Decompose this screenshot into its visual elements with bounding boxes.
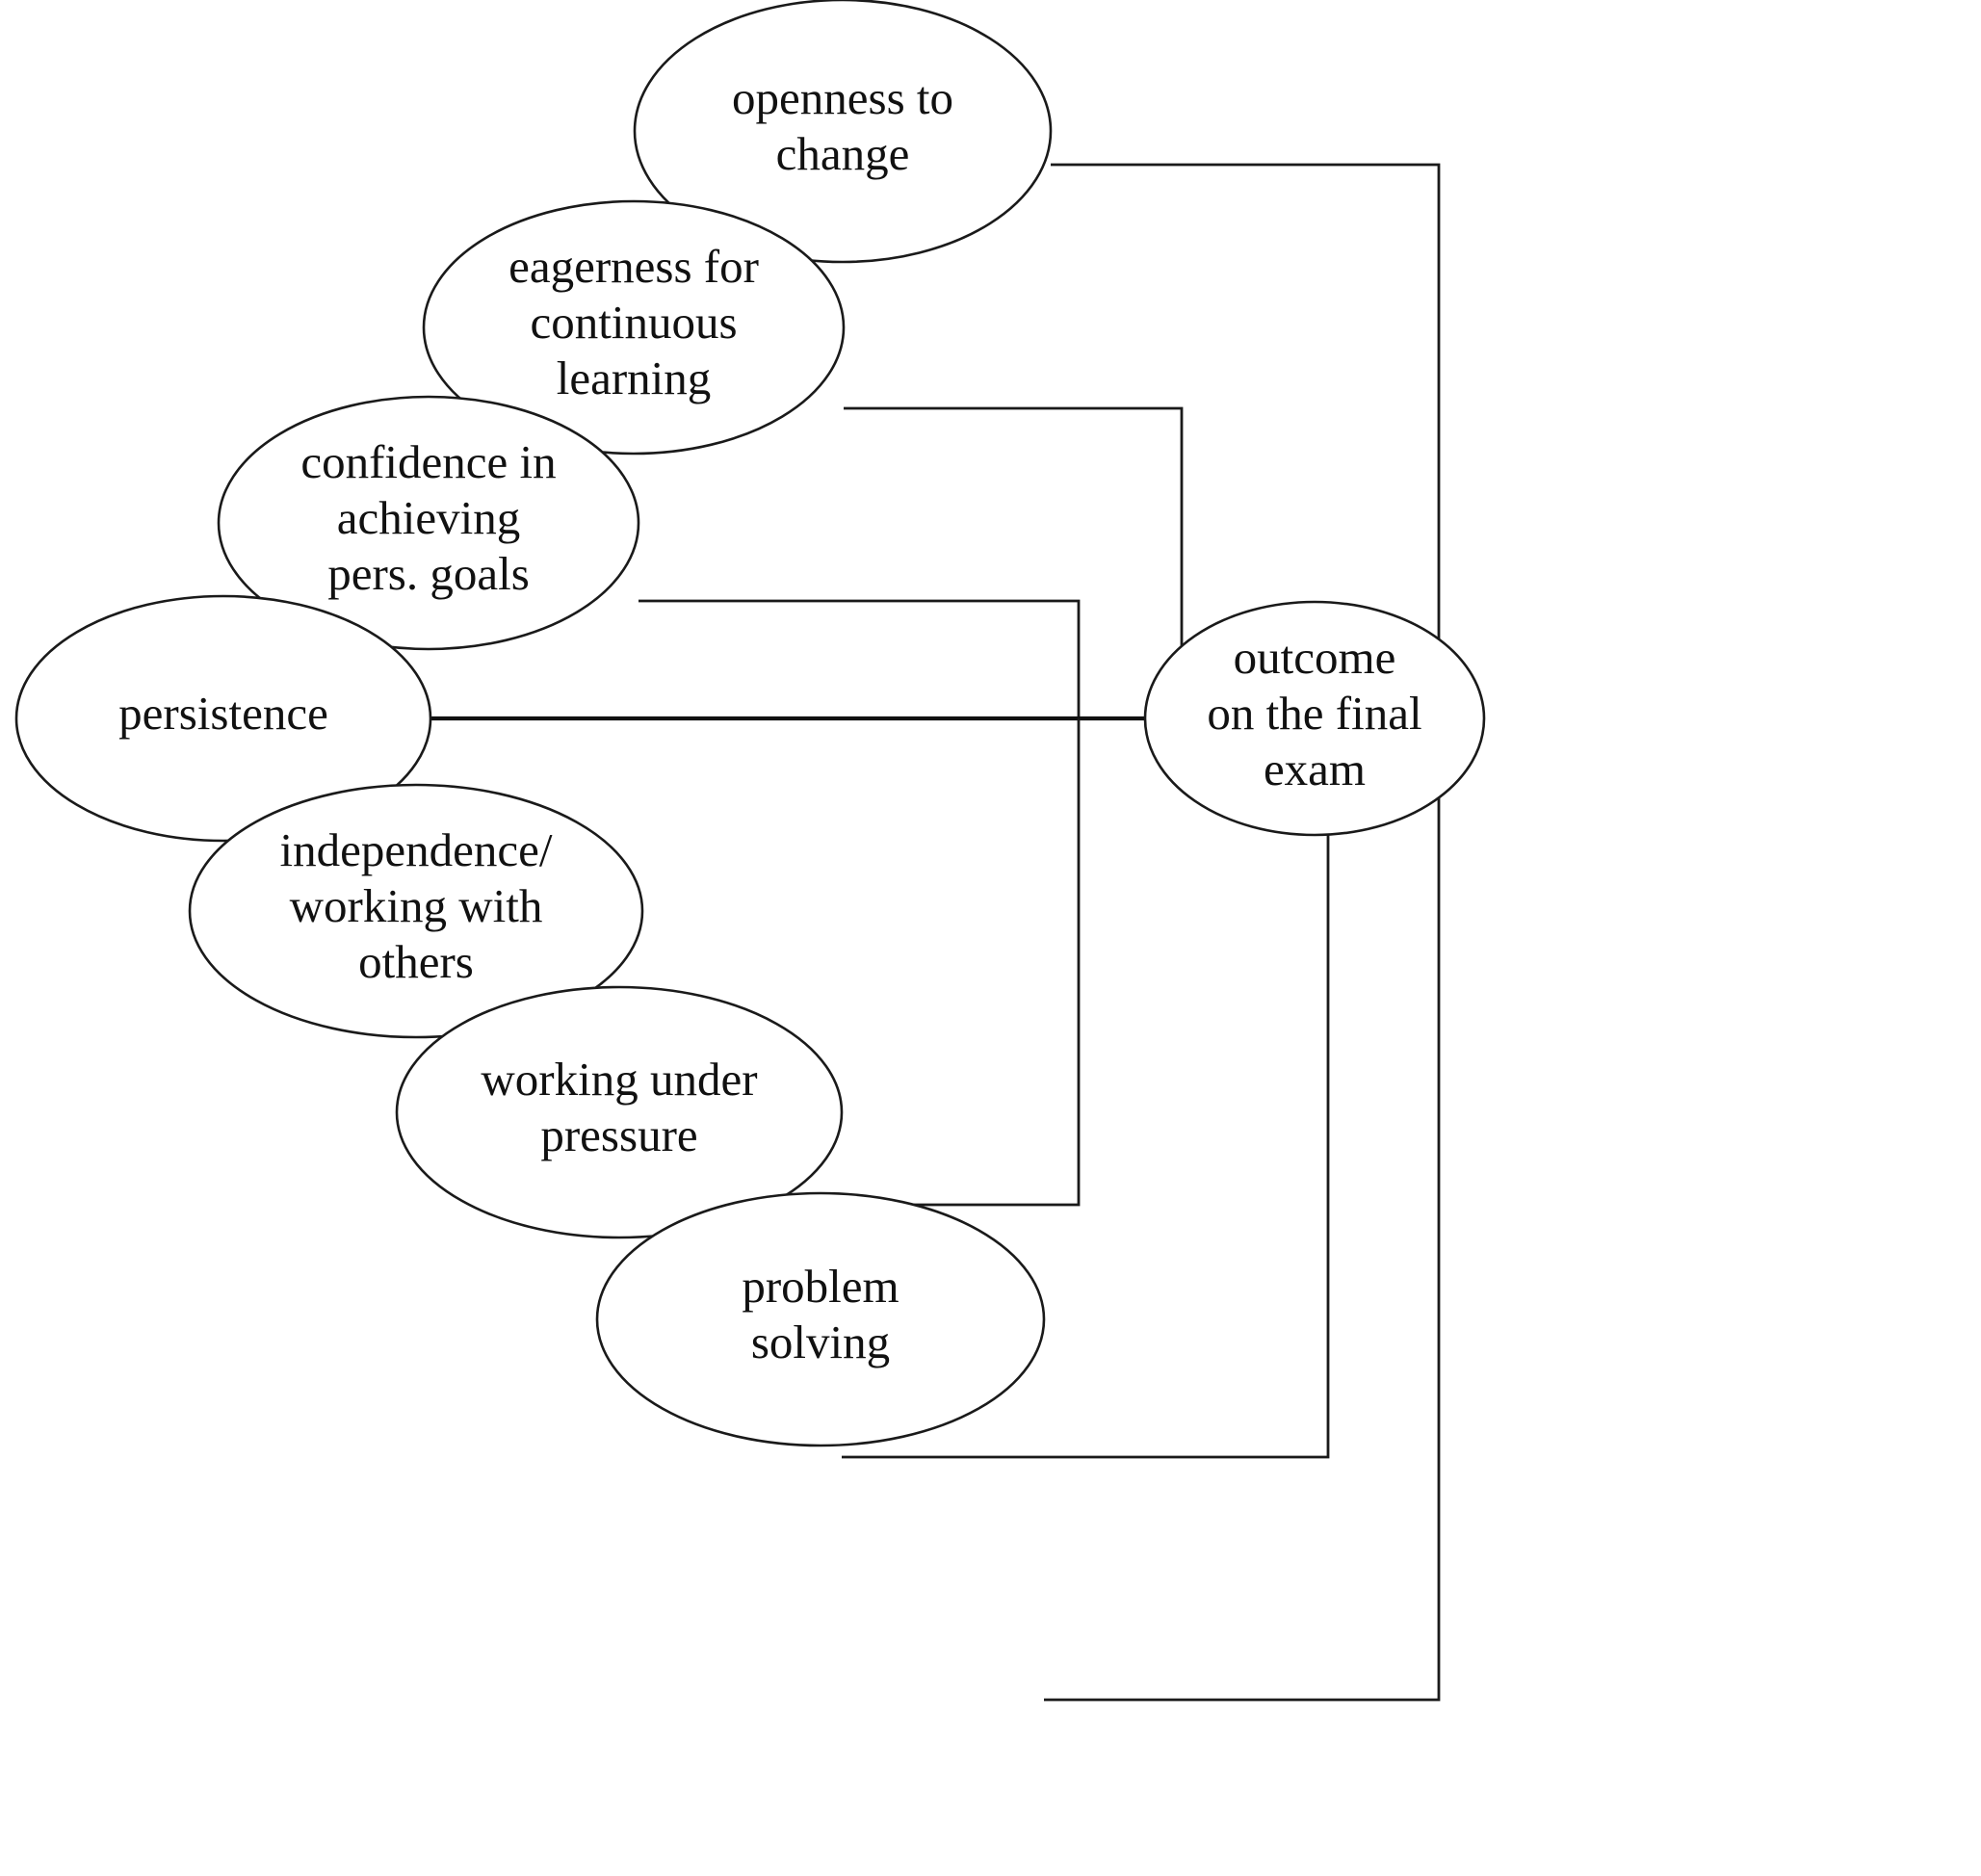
edge-problem-solving-to-outcome — [1044, 718, 1441, 1702]
node-independence-working-with-others-ellipse[interactable] — [188, 783, 644, 1039]
node-outcome-on-the-final-exam-ellipse[interactable] — [1143, 600, 1486, 837]
edge-eagerness-to-outcome — [844, 406, 1184, 718]
node-problem-solving-ellipse[interactable] — [595, 1191, 1046, 1447]
node-confidence-in-achieving-pers-goals-ellipse[interactable] — [217, 395, 640, 651]
node-persistence[interactable]: persistence — [14, 594, 432, 843]
node-openness-to-change-ellipse[interactable] — [633, 0, 1053, 264]
node-working-under-pressure-ellipse[interactable] — [395, 985, 844, 1239]
node-eagerness-for-continuous-learning-ellipse[interactable] — [422, 199, 846, 456]
node-persistence-label: persistence — [118, 687, 328, 740]
edge-pressure-to-outcome — [842, 718, 1330, 1459]
edge-openness-to-outcome — [1051, 163, 1441, 718]
edge-confidence-to-outcome — [639, 599, 1081, 718]
node-persistence-ellipse[interactable] — [14, 594, 432, 843]
